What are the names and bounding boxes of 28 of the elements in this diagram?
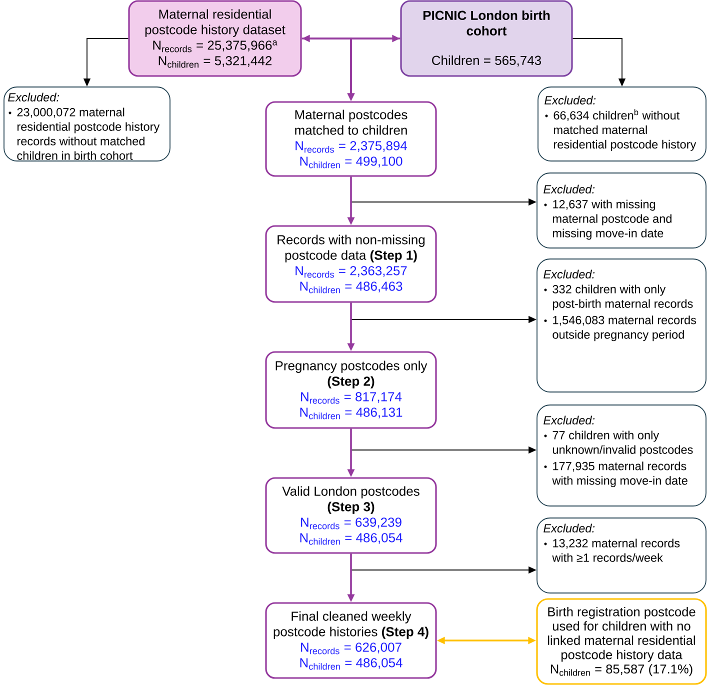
process-box: Records with non-missing postcode data (Step 1) N$_{records}$ = 2,363,257 N$_{children}$ = 486,463 [265, 225, 437, 303]
list-item: 23,000,072 maternal residential postcode history records without matched children in birth cohort [17, 108, 160, 160]
box-heading: Excluded: [544, 96, 596, 104]
box-heading: Excluded: [544, 524, 595, 532]
list-item: 332 children with only post-birth maternal records [552, 284, 693, 310]
process-box: Final cleaned weekly postcode histories (Step 4) N$_{records}$ = 626,007 N$_{children}$ = 486,054 [265, 602, 437, 679]
list-item: 66,634 children$^{b}$ without matched maternal residential postcode history [554, 109, 696, 151]
list-item: 77 children with only unknown/invalid postcodes [552, 430, 693, 456]
exclusion-box [4, 86, 170, 162]
process-box: Pregnancy postcodes only (Step 2) N$_{records}$ = 817,174 N$_{children}$ = 486,131 [265, 351, 437, 429]
exclusion-box [536, 404, 706, 506]
list-item: 177,935 maternal records with missing move-in date [552, 462, 688, 488]
exclusion-box [536, 518, 706, 594]
list-item: 13,232 maternal records with ≥1 records/week [552, 538, 680, 562]
box-heading: Excluded: [8, 92, 60, 102]
list-item: 12,637 with missing maternal postcode and missing move-in date [553, 200, 672, 240]
process-box: Maternal residential postcode history dataset N$_{records}$ = 25,375,966$^{a}$ N$_{children}$ = 5,321,442 [128, 0, 302, 77]
exclusion-box [536, 258, 706, 392]
box-heading: Excluded: [544, 416, 595, 424]
process-box: Maternal postcodes matched to children N$_{records}$ = 2,375,894 N$_{children}$ = 499,100 [265, 101, 437, 177]
box-heading: Excluded: [544, 270, 595, 278]
box-heading: Excluded: [544, 184, 595, 194]
list-item: 1,546,083 maternal records outside pregnancy period [552, 316, 696, 342]
process-box: Valid London postcodes (Step 3) N$_{records}$ = 639,239 N$_{children}$ = 486,054 [265, 477, 437, 554]
note-box: Birth registration postcode used for children with no linked maternal residential postcode history data N$_{children}$ = 85,587 (17.1%) [536, 598, 707, 685]
exclusion-box [538, 86, 706, 162]
exclusion-box [536, 172, 706, 248]
process-box: PICNIC London birth cohort Children = 565,743 [400, 0, 573, 77]
